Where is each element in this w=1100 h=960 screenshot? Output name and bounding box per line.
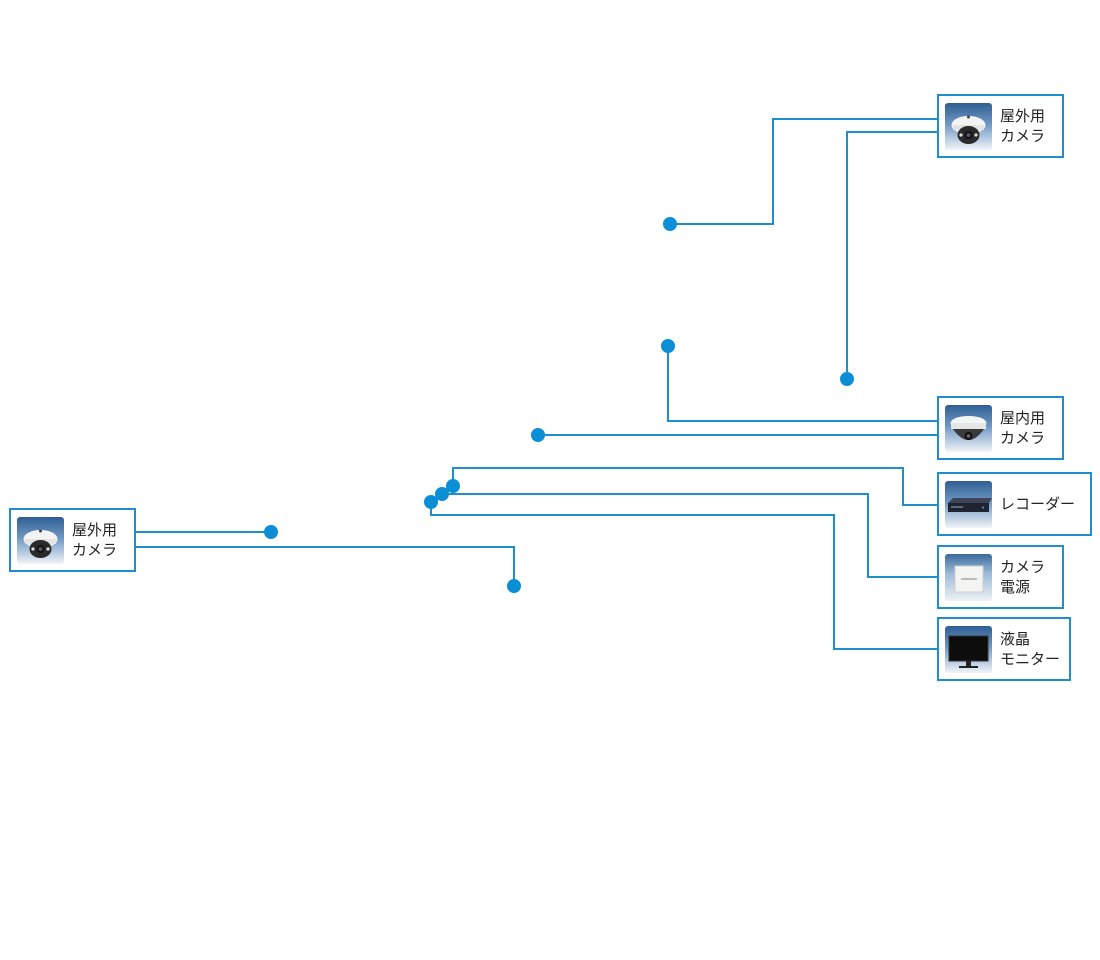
connection-node[interactable] bbox=[663, 217, 677, 231]
connection-node[interactable] bbox=[840, 372, 854, 386]
device-label: 屋内用 カメラ bbox=[1000, 408, 1045, 448]
recorder-icon bbox=[945, 480, 992, 528]
power-supply-icon bbox=[945, 553, 992, 601]
device-camera-power[interactable]: カメラ 電源 bbox=[937, 545, 1064, 609]
device-label-line2: 電源 bbox=[1000, 578, 1031, 596]
connection-node[interactable] bbox=[435, 487, 449, 501]
device-outdoor-camera-left[interactable]: 屋外用 カメラ bbox=[9, 508, 136, 572]
wire-lcd-monitor bbox=[430, 502, 938, 650]
device-label-line1: レコーダー bbox=[1000, 495, 1076, 513]
lcd-monitor-icon bbox=[945, 625, 992, 673]
device-label-line2: カメラ bbox=[72, 541, 118, 559]
device-recorder[interactable]: レコーダー bbox=[937, 472, 1092, 536]
connection-node[interactable] bbox=[446, 479, 460, 493]
connection-node[interactable] bbox=[661, 339, 675, 353]
device-lcd-monitor[interactable]: 液晶 モニター bbox=[937, 617, 1071, 681]
device-indoor-camera[interactable]: 屋内用 カメラ bbox=[937, 396, 1064, 460]
device-label: 屋外用 カメラ bbox=[1000, 106, 1045, 146]
device-label: 屋外用 カメラ bbox=[72, 520, 117, 560]
connection-node[interactable] bbox=[507, 579, 521, 593]
device-label-line1: 屋外用 bbox=[1000, 107, 1046, 125]
wire-outdoor-left-b bbox=[135, 546, 515, 586]
device-label-line1: カメラ bbox=[1000, 558, 1046, 576]
device-label-line1: 屋外用 bbox=[72, 521, 118, 539]
device-label-line1: 屋内用 bbox=[1000, 409, 1046, 427]
device-label-line2: カメラ bbox=[1000, 127, 1046, 145]
dome-camera-indoor-icon bbox=[945, 404, 992, 452]
device-label: 液晶 モニター bbox=[1000, 629, 1060, 669]
connection-node[interactable] bbox=[531, 428, 545, 442]
dome-camera-outdoor-icon bbox=[17, 516, 64, 564]
wire-recorder bbox=[452, 467, 938, 506]
device-label: レコーダー bbox=[1000, 494, 1075, 514]
wire-camera-power bbox=[442, 493, 938, 578]
device-label-line2: モニター bbox=[1000, 650, 1061, 668]
wire-outdoor-top-a bbox=[670, 118, 938, 225]
device-outdoor-camera-top[interactable]: 屋外用 カメラ bbox=[937, 94, 1064, 158]
wire-indoor-a bbox=[667, 346, 938, 422]
connection-node[interactable] bbox=[264, 525, 278, 539]
wire-outdoor-top-b bbox=[846, 131, 938, 379]
device-label: カメラ 電源 bbox=[1000, 557, 1045, 597]
dome-camera-outdoor-icon bbox=[945, 102, 992, 150]
connection-node[interactable] bbox=[424, 495, 438, 509]
device-label-line1: 液晶 bbox=[1000, 630, 1031, 648]
device-label-line2: カメラ bbox=[1000, 429, 1046, 447]
